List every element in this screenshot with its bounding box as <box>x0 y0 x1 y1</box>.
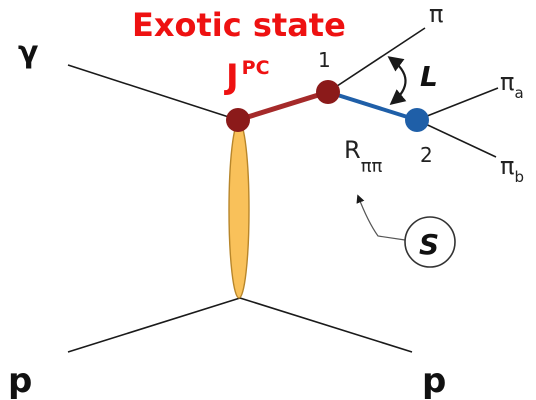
pi-line <box>327 27 426 93</box>
separation-pointer <box>356 194 406 241</box>
vertex-1-label: 1 <box>318 48 331 72</box>
vertex-1 <box>316 80 340 104</box>
separation-label: Rππ <box>344 136 383 177</box>
photon-line <box>67 64 239 121</box>
proton-in-label: p <box>8 361 32 400</box>
pi-a-base: π <box>500 68 514 96</box>
separation-base: R <box>344 136 361 164</box>
exotic-production-vertex <box>226 108 250 132</box>
pi-b-subscript: b <box>514 168 524 186</box>
proton-out-line <box>239 297 413 353</box>
exotic-state-line <box>237 89 329 123</box>
pomeron-exchange <box>228 121 250 299</box>
pi-b-label: πb <box>500 152 524 186</box>
pi-a-subscript: a <box>514 84 523 102</box>
angular-momentum-arrow <box>387 56 407 105</box>
gamma-label: γ <box>18 35 38 70</box>
jpc-base: J <box>224 57 239 97</box>
jpc-superscript: PC <box>242 57 270 79</box>
pi-a-label: πa <box>500 68 524 102</box>
angular-momentum-label: L <box>420 60 438 93</box>
vertex-2-label: 2 <box>420 143 433 167</box>
pi-b-line <box>416 119 497 158</box>
decay-line <box>327 90 418 122</box>
separation-subscript: ππ <box>361 156 383 177</box>
proton-in-line <box>67 297 241 353</box>
pi-a-line <box>416 87 499 121</box>
vertex-2 <box>405 108 429 132</box>
title: Exotic state <box>132 6 346 44</box>
pi-label: π <box>429 0 443 28</box>
pi-b-base: π <box>500 152 514 180</box>
proton-out-label: p <box>422 361 446 400</box>
spin-circle <box>404 216 456 268</box>
spin-label: S <box>419 228 439 261</box>
